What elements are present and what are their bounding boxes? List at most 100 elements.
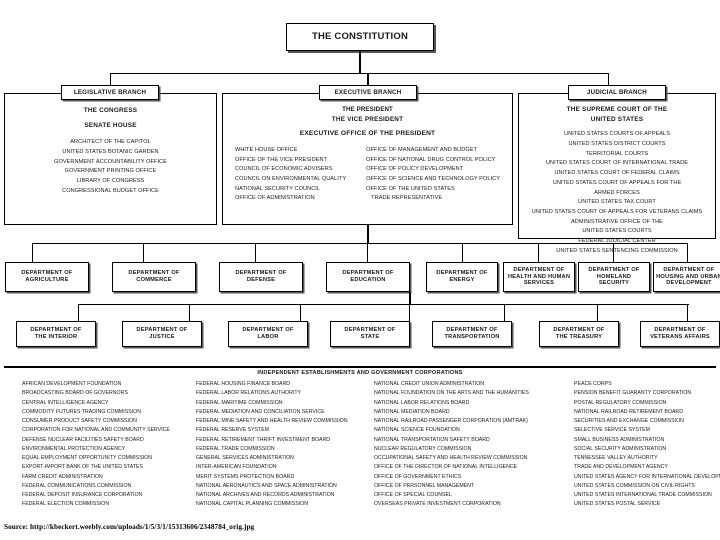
list-item: OFFICE OF ADMINISTRATION: [235, 195, 315, 202]
dept-line: EDUCATION: [350, 277, 386, 283]
dept-line: DEPARTMENT OF: [136, 327, 188, 334]
dept-line: HOMELAND: [596, 273, 632, 280]
list-item: NATIONAL SECURITY COUNCIL: [235, 185, 321, 192]
executive-offices-left: WHITE HOUSE OFFICE OFFICE OF THE VICE PR…: [235, 146, 356, 204]
independents-column-3: NATIONAL CREDIT UNION ADMINISTRATION NAT…: [374, 380, 574, 510]
dept-line: DEFENSE: [246, 277, 276, 283]
dept-line: DEPARTMENT OF: [21, 270, 73, 277]
list-item: NATIONAL CREDIT UNION ADMINISTRATION: [374, 381, 485, 387]
list-item: UNITED STATES AGENCY FOR INTERNATIONAL D…: [574, 473, 720, 480]
dept-line: JUSTICE: [149, 334, 175, 340]
connector-branch-bar: [110, 73, 609, 74]
list-item: BROADCASTING BOARD OF GOVERNORS: [22, 390, 128, 397]
connector-drop-dhs: [613, 243, 614, 262]
list-item: ARCHITECT OF THE CAPITOL: [70, 139, 151, 146]
list-item: NUCLEAR REGULATORY COMMISSION: [374, 445, 472, 452]
connector-exec-to-depts: [367, 225, 369, 243]
dept-line: COMMERCE: [136, 277, 172, 283]
connector-executive-drop: [367, 73, 369, 85]
list-item: SOCIAL SECURITY ADMINISTRATION: [574, 445, 667, 452]
list-item: OFFICE OF SPECIAL COUNSEL: [374, 492, 452, 498]
dept-line: LABOR: [257, 334, 279, 340]
list-item: ENVIRONMENTAL PROTECTION AGENCY: [22, 445, 126, 452]
connector-drop-education: [367, 243, 368, 262]
dept-line: THE TREASURY: [555, 334, 603, 340]
list-item: FARM CREDIT ADMINISTRATION: [22, 473, 103, 480]
list-item: UNITED STATES COURT OF INTERNATIONAL TRA…: [545, 160, 689, 167]
dept-line: VETERANS AFFAIRS: [650, 334, 710, 340]
government-org-chart: THE CONSTITUTION THE CONGRESS SENATE HOU…: [4, 23, 720, 518]
list-item: PEACE CORPS: [574, 381, 612, 387]
legislative-branch-tag: LEGISLATIVE BRANCH: [61, 85, 159, 100]
list-item: OFFICE OF THE DIRECTOR OF NATIONAL INTEL…: [374, 464, 518, 471]
list-item: OCCUPATIONAL SAFETY AND HEALTH REVIEW CO…: [374, 455, 528, 461]
list-item: CENTRAL INTELLIGENCE AGENCY: [22, 399, 109, 406]
list-item: SELECTIVE SERVICE SYSTEM: [574, 427, 650, 434]
list-item: COUNCIL OF ECONOMIC ADVISERS: [235, 166, 333, 173]
list-item: NATIONAL MEDIATION BOARD: [374, 408, 450, 415]
list-item: INTER-AMERICAN FOUNDATION: [196, 464, 277, 471]
dept-line: HEALTH AND HUMAN: [507, 273, 571, 280]
connector-drop-hud: [687, 243, 688, 262]
list-item: FEDERAL LABOR RELATIONS AUTHORITY: [196, 390, 302, 397]
list-item: FEDERAL COMMUNICATIONS COMMISSION: [22, 482, 132, 489]
list-item: SMALL BUSINESS ADMINISTRATION: [574, 436, 665, 443]
list-item: UNITED STATES COURT OF APPEALS FOR THE: [552, 179, 682, 186]
legislative-chambers: SENATE HOUSE: [84, 121, 137, 129]
list-item: OFFICE OF POLICY DEVELOPMENT: [366, 166, 464, 173]
list-item: UNITED STATES COURT OF APPEALS FOR VETER…: [531, 208, 703, 215]
dept-line: HOUSING AND URBAN: [656, 273, 720, 280]
list-item: CONGRESSIONAL BUDGET OFFICE: [62, 187, 159, 194]
connector-dept-bar-row2: [78, 304, 689, 305]
list-item: FEDERAL RESERVE SYSTEM: [196, 427, 270, 434]
list-item: OFFICE OF THE VICE PRESIDENT: [235, 156, 328, 163]
independents-column-4: PEACE CORPS PENSION BENEFIT GUARANTY COR…: [574, 380, 720, 510]
connector-drop-agriculture: [32, 243, 33, 262]
connector-judicial-drop: [608, 73, 609, 85]
connector-drop-interior: [78, 304, 79, 321]
independents-column-2: FEDERAL HOUSING FINANCE BOARD FEDERAL LA…: [196, 380, 374, 510]
judicial-branch-tag: JUDICIAL BRANCH: [568, 85, 666, 100]
dept-line: STATE: [360, 334, 380, 340]
connector-drop-commerce: [143, 243, 144, 262]
list-item: FEDERAL ELECTION COMMISSION: [22, 501, 110, 508]
connector-drop-labor: [300, 304, 301, 321]
judicial-head-line1: THE SUPREME COURT OF THE: [566, 106, 668, 113]
source-caption: Source: http://kbeckert.weebly.com/uploa…: [4, 523, 255, 531]
dept-line: DEPARTMENT OF: [30, 327, 82, 334]
dept-line: DEPARTMENT OF: [446, 327, 498, 334]
dept-line: DEPARTMENT OF: [342, 270, 394, 277]
list-item: TRADE AND DEVELOPMENT AGENCY: [574, 464, 668, 471]
executive-president: THE PRESIDENT: [342, 106, 393, 113]
dept-line: DEPARTMENT OF: [436, 270, 488, 277]
list-item: CORPORATION FOR NATIONAL AND COMMUNITY S…: [22, 427, 170, 434]
legislative-agency-list: ARCHITECT OF THE CAPITOL UNITED STATES B…: [11, 138, 210, 196]
list-item: NATIONAL ARCHIVES AND RECORDS ADMINISTRA…: [196, 492, 335, 498]
list-item: NATIONAL SCIENCE FOUNDATION: [374, 427, 460, 434]
list-item: NATIONAL LABOR RELATIONS BOARD: [374, 399, 470, 406]
dept-line: TRANSPORTATION: [444, 334, 500, 340]
executive-vice-president: THE VICE PRESIDENT: [331, 115, 404, 123]
dept-line: DEPARTMENT OF: [128, 270, 180, 277]
connector-drop-treasury: [597, 304, 598, 321]
list-item: EXPORT-IMPORT BANK OF THE UNITED STATES: [22, 464, 143, 471]
connector-legislative-drop: [110, 73, 111, 85]
dept-line: DEPARTMENT OF: [242, 327, 294, 334]
independent-establishments-section: INDEPENDENT ESTABLISHMENTS AND GOVERNMEN…: [4, 366, 720, 518]
legislative-branch-panel: THE CONGRESS SENATE HOUSE ARCHITECT OF T…: [4, 93, 217, 225]
connector-drop-energy: [462, 243, 463, 262]
dept-line: DEPARTMENT OF: [513, 267, 565, 274]
dept-line: THE INTERIOR: [34, 334, 78, 340]
list-item: FEDERAL MINE SAFETY AND HEALTH REVIEW CO…: [196, 418, 348, 424]
list-item: FEDERAL MARITIME COMMISSION: [196, 399, 283, 406]
dept-line: DEPARTMENT OF: [654, 327, 706, 334]
list-item: NATIONAL RAILROAD PASSENGER CORPORATION …: [374, 418, 528, 424]
dept-line: SECURITY: [598, 280, 630, 287]
list-item: CONSUMER PRODUCT SAFETY COMMISSION: [22, 418, 137, 424]
list-item: FEDERAL JUDICIAL CENTER: [578, 238, 656, 245]
